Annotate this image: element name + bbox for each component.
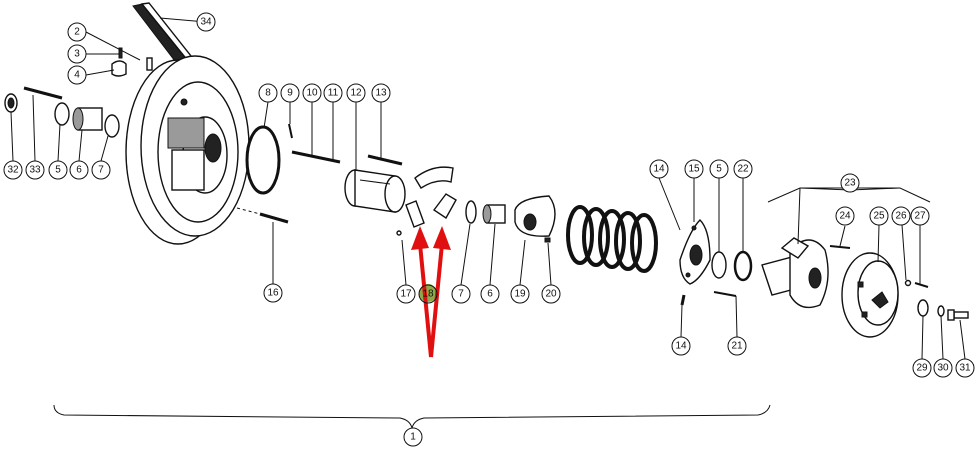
callout-31: 31 [955,358,975,378]
callout-12: 12 [346,83,366,103]
callout-label: 16 [267,288,279,299]
callout-10: 10 [302,83,322,103]
callout-label: 26 [895,211,907,222]
callout-20: 20 [541,284,561,304]
bushing [344,169,406,213]
callout-label: 6 [487,289,493,300]
spring-plate [679,219,737,306]
clutch-drum [841,252,899,338]
center-parts [465,195,556,243]
callout-label: 22 [737,164,749,175]
spacer-rings [711,250,753,282]
callout-1: 1 [403,427,423,447]
callout-label: 32 [7,165,19,176]
callout-label: 13 [375,88,387,99]
callout-label: 34 [200,17,212,28]
callout-24: 24 [835,206,855,226]
callout-label: 31 [959,363,971,374]
callout-15: 15 [684,159,704,179]
callout-label: 14 [675,341,687,352]
callout-label: 10 [306,88,318,99]
pins [236,123,403,224]
callout-label: 7 [458,289,464,300]
callout-17: 17 [396,284,416,304]
callout-7b: 7 [451,284,471,304]
callout-13: 13 [371,83,391,103]
callout-6a: 6 [69,160,89,180]
callout-label: 24 [839,211,851,222]
callout-label: 25 [873,211,885,222]
callout-label: 14 [653,164,665,175]
callout-29: 29 [912,358,932,378]
callout-label: 23 [844,178,856,189]
callout-9: 9 [280,83,300,103]
callout-14a: 14 [649,159,669,179]
callout-label: 9 [287,88,293,99]
callout-label: 2 [74,27,80,38]
callout-label: 18 [422,289,434,300]
callout-label: 19 [514,289,526,300]
callout-7a: 7 [91,160,111,180]
driven-pulley [125,55,250,245]
callout-label: 17 [400,289,412,300]
callout-26: 26 [891,206,911,226]
callout-label: 5 [55,165,61,176]
callout-3: 3 [67,44,87,64]
callout-label: 12 [350,88,362,99]
compression-spring [566,205,658,273]
callout-30: 30 [933,358,953,378]
callout-2: 2 [67,22,87,42]
left-shaft-parts [4,47,153,138]
callout-18: 18 [418,284,438,304]
callout-21: 21 [727,336,747,356]
callout-5b: 5 [709,159,729,179]
callout-label: 33 [29,165,41,176]
callout-label: 8 [265,88,271,99]
callout-6b: 6 [480,284,500,304]
callout-33: 33 [25,160,45,180]
callout-22: 22 [733,159,753,179]
fasteners [904,279,969,321]
red-arrows [411,226,451,358]
callout-label: 4 [74,70,80,81]
callout-label: 7 [98,165,104,176]
callout-16: 16 [263,283,283,303]
callout-27: 27 [910,206,930,226]
callout-14b: 14 [671,336,691,356]
callout-label: 27 [914,211,926,222]
callout-label: 1 [410,432,416,443]
callout-11: 11 [323,83,343,103]
callout-5a: 5 [48,160,68,180]
callout-4: 4 [67,65,87,85]
callout-25: 25 [869,206,889,226]
callout-label: 6 [76,165,82,176]
callout-8: 8 [258,83,278,103]
callout-34: 34 [196,12,216,32]
drive-housing [761,237,851,309]
callout-19: 19 [510,284,530,304]
callout-23: 23 [840,173,860,193]
callout-label: 29 [916,363,928,374]
callout-label: 21 [731,341,743,352]
shoe-segments [396,166,457,236]
snap-ring [245,125,281,195]
callout-label: 3 [74,49,80,60]
callout-label: 11 [328,88,339,99]
callout-label: 30 [937,363,949,374]
callout-label: 15 [688,164,700,175]
callout-32: 32 [3,160,23,180]
callout-label: 20 [545,289,557,300]
callout-label: 5 [716,164,722,175]
